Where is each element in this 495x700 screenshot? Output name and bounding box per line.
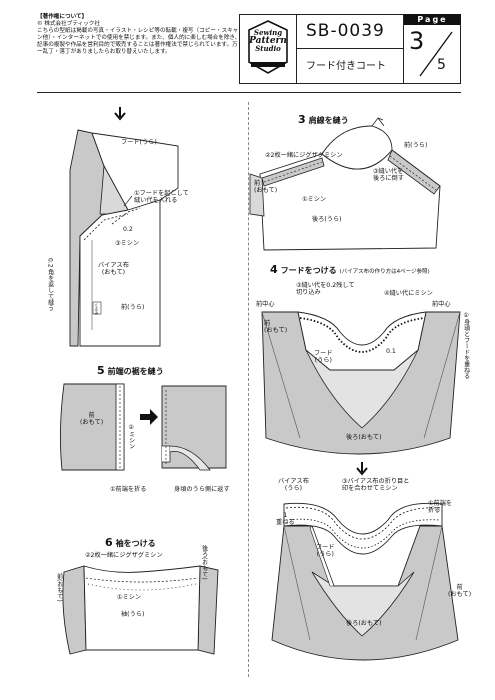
step6-number: 6 [105, 536, 113, 549]
step4b-bias-text: バイアス布 (うら) [278, 478, 309, 493]
step4-front-omote-text: 前 (おもて) [264, 320, 288, 335]
sew3-label: ③ミシン [115, 240, 140, 247]
page-divider [403, 14, 404, 84]
pattern-code: SB-0039 [306, 21, 385, 41]
step4b-overlap1: 1 重ねる [276, 512, 295, 526]
logo-line1: Sewing [253, 28, 283, 37]
header-divider [296, 14, 297, 84]
step3-zigzag: ②2枚一緒にジグザグミシン [265, 152, 343, 159]
step4b-overlap1-text: 1 重ねる [276, 512, 295, 527]
step4b-fold-match-text: ③バイアス布の折り目と 印を合わせてミシン [342, 478, 410, 493]
step3-front-omote: 前 (おもて) [254, 180, 277, 194]
step4-title: フードをつける [280, 266, 337, 275]
bias-text: バイアス布 (おもて) [98, 262, 129, 277]
step6-zigzag: ②2枚一緒にジグザグミシン [85, 552, 163, 559]
step4b-hood-text: フード (うら) [316, 544, 335, 559]
note-raise-hood: ①フードを起こして 縫い代を入れる [134, 190, 189, 204]
step4-note-fold: ③縫い代を0.2残して 切り込み [296, 282, 355, 296]
step4b-front: 前 (おもて) [448, 584, 471, 598]
step6-front: 前(おもて) [55, 573, 63, 602]
step5-front: 前 (おもて) [80, 412, 103, 426]
step6-sleeve: 袖(うら) [121, 611, 145, 618]
step3-press-text: ③縫い代を 後ろに倒す [373, 168, 404, 183]
step6-back: 後ろ(おもて) [200, 545, 208, 580]
pattern-title: フード付きコート [306, 61, 386, 72]
logo-line2: Pattern [249, 36, 287, 46]
step4-hood-text: フード (うら) [314, 350, 333, 365]
step4-note: (バイアス布の作り方は4ページ参照) [339, 269, 430, 275]
front-ura-label: 前(うら) [121, 304, 145, 311]
step3-front-omote-text: 前 (おもて) [254, 180, 278, 195]
step4b-fold-match: ③バイアス布の折り目と 印を合わせてミシン [342, 478, 409, 492]
bias-label: バイアス布 (おもて) [98, 262, 129, 276]
logo-line3: Studio [255, 44, 281, 53]
step4b-hood: フード (うら) [316, 544, 335, 558]
column-divider [248, 102, 249, 677]
step3-back: 後ろ(うら) [312, 216, 342, 223]
copyright-heading: 【著作権について】 [37, 14, 88, 20]
step4-sew-allow: ④縫い代にミシン [384, 290, 433, 297]
step4-dim01: 0.1 [386, 348, 396, 355]
step3-front: 前(うら) [404, 142, 428, 149]
step4b-front-text: 前 (おもて) [448, 584, 472, 599]
copyright-block: 【著作権について】 © 株式会社ブティック社 こちらの型紙は掲載の写真・イラスト… [37, 14, 242, 56]
step5-foldback: 身頃のうら側に返す [174, 486, 230, 493]
header-box [239, 14, 461, 84]
page-label-text: Page [417, 15, 448, 24]
header-rule [37, 92, 461, 93]
logo-badge-icon [248, 20, 288, 74]
studio-logo: Sewing Pattern Studio [243, 18, 293, 76]
step3-sew1: ①ミシン [302, 196, 327, 203]
step5-fold1: ①前端を折る [110, 486, 147, 493]
step4-back: 後ろ(おもて) [346, 434, 382, 441]
step4-number: 4 [270, 263, 278, 276]
step4-overlap: ①身頃とフードを重ねる [462, 312, 470, 379]
step5-sew2: ②ミシン [127, 424, 135, 449]
copyright-body: こちらの型紙は掲載の写真・イラスト・レシピ等の転載・複写（コピー・スキャン他）・… [37, 27, 241, 55]
header-hline [296, 48, 403, 49]
step5-title: 前端の裾を縫う [107, 367, 164, 376]
copyright-owner: © 株式会社ブティック社 [37, 20, 100, 27]
step5-number: 5 [97, 364, 105, 377]
step3-title: 肩線を縫う [308, 116, 349, 125]
page-current: 3 [409, 27, 425, 55]
step5-front-text: 前 (おもて) [80, 412, 104, 427]
step3-number: 3 [298, 113, 306, 126]
step3-press: ③縫い代を 後ろに倒す [373, 168, 404, 182]
seam-02: 0.2 [123, 226, 133, 233]
page-label: Page [404, 14, 461, 25]
step4-center-r: 前中心 [432, 301, 451, 308]
step4b-back: 後ろ(おもて) [346, 620, 382, 627]
page-slash-icon [419, 31, 453, 77]
note-raise-text: ①フードを起こして 縫い代を入れる [134, 190, 189, 205]
step4-note-fold-text: ③縫い代を0.2残して 切り込み [296, 282, 355, 297]
step4-hood: フード (うら) [314, 350, 333, 364]
step4-center-l: 前中心 [256, 301, 275, 308]
step6-title: 袖をつける [115, 539, 156, 548]
page-total: 5 [437, 57, 446, 73]
mark-label: くるみ [94, 303, 100, 315]
step4b-fold-front: ①前端を 折る [428, 500, 452, 514]
step6-sew1: ①ミシン [117, 594, 142, 601]
step4b-bias: バイアス布 (うら) [278, 478, 309, 492]
vertical-note: 0.2 角を返して縫う [46, 258, 54, 312]
step4b-fold-front-text: ①前端を 折る [428, 500, 453, 515]
hood-label: フード(うら) [121, 139, 157, 146]
step4-front-omote: 前 (おもて) [264, 320, 287, 334]
